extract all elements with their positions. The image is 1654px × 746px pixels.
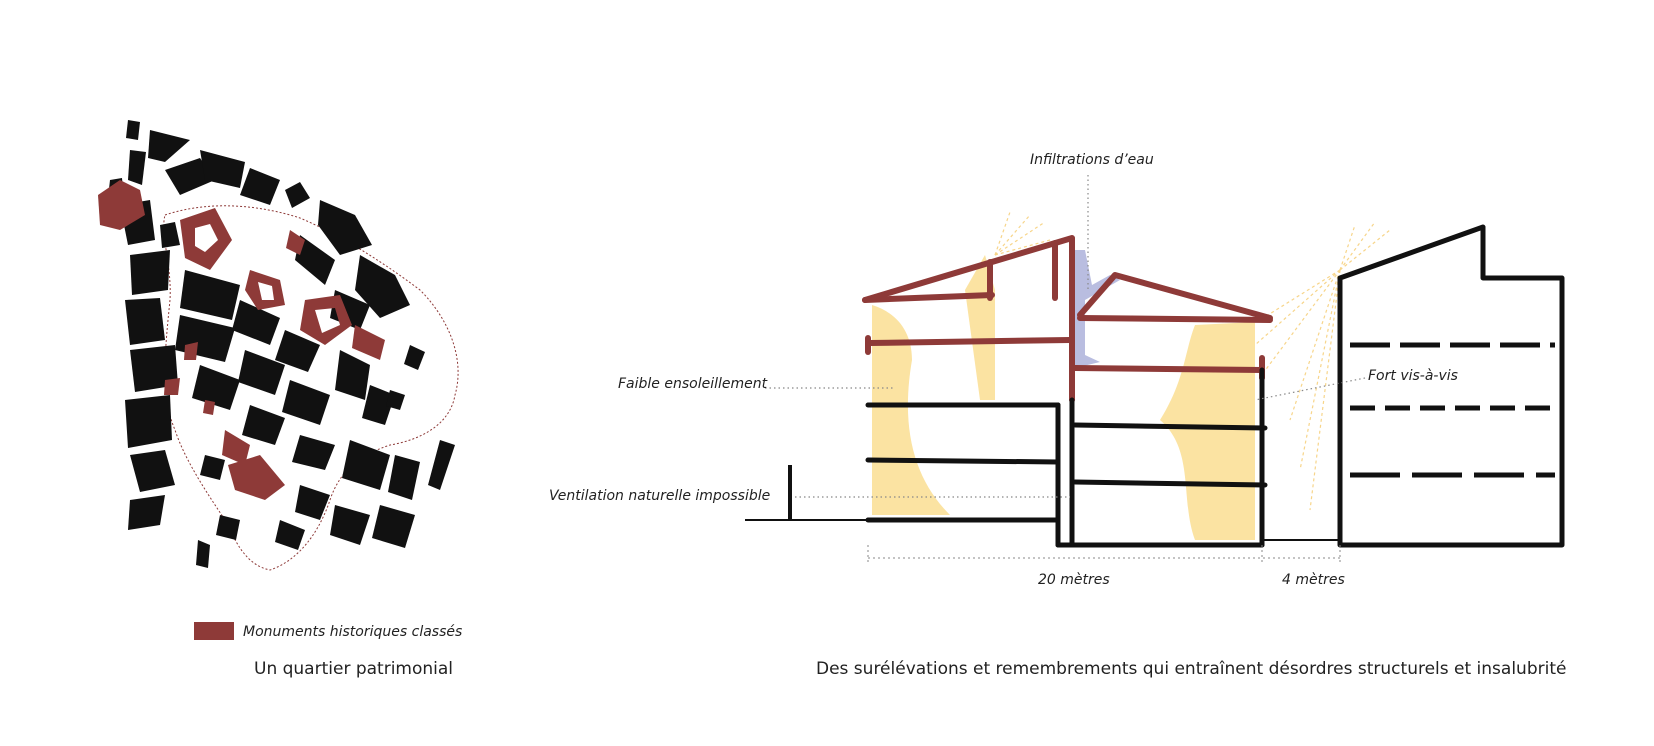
water-infiltration xyxy=(1072,250,1120,368)
monument-legend-label: Monuments historiques classés xyxy=(243,624,462,640)
dimension-street-label: 4 mètres xyxy=(1282,572,1345,588)
label-vis-a-vis: Fort vis-à-vis xyxy=(1368,368,1458,384)
dimension-lines xyxy=(868,545,1340,562)
leader-lines xyxy=(765,175,1365,497)
building-section: Infiltrations d’eau Faible ensoleillemen… xyxy=(549,152,1562,588)
map-caption: Un quartier patrimonial xyxy=(254,659,453,679)
opposite-building xyxy=(1340,227,1562,545)
label-ventilation: Ventilation naturelle impossible xyxy=(549,488,770,504)
label-infiltrations: Infiltrations d’eau xyxy=(1030,152,1154,168)
urban-block-map xyxy=(98,120,458,570)
section-caption: Des surélévations et remembrements qui e… xyxy=(816,659,1566,679)
monument-legend-swatch xyxy=(194,622,234,640)
dimension-depth-label: 20 mètres xyxy=(1038,572,1110,588)
building-footprints xyxy=(108,120,455,568)
label-faible-ensoleillement: Faible ensoleillement xyxy=(618,376,768,392)
